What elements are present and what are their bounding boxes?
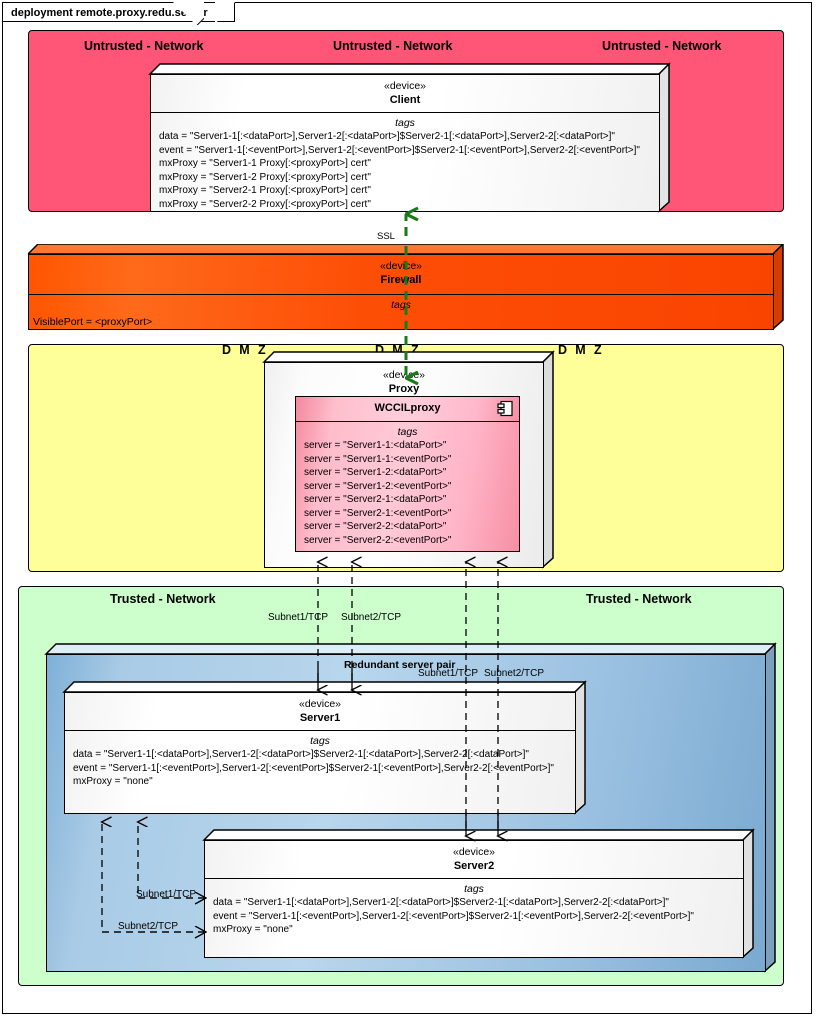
wccilproxy-tag: server = "Server1-2:<dataPort>" <box>304 467 447 478</box>
client-node-body: «device» Client tags data = "Server1-1[:… <box>150 74 660 212</box>
connector-label-ssl: SSL <box>375 231 397 242</box>
zone-label-untrusted-3: Untrusted - Network <box>602 39 722 53</box>
client-name: Client <box>389 94 421 106</box>
firewall-tags-compartment: tags VisiblePort = <proxyPort> <box>29 295 773 330</box>
server1-tag: mxProxy = "none" <box>73 776 153 787</box>
client-tag: mxProxy = "Server2-2 Proxy[:<proxyPort>]… <box>159 198 371 210</box>
client-header: «device» Client <box>151 75 659 113</box>
firewall-name: Firewall <box>380 274 422 286</box>
device-server2[interactable]: «device» Server2 tags data = "Server1-1[… <box>202 828 755 959</box>
diagram-title: deployment remote.proxy.redu.server <box>11 7 208 19</box>
connector-label-proxy-server1-subnet1: Subnet1/TCP <box>268 612 329 623</box>
server2-tags-title: tags <box>464 883 484 895</box>
component-wccilproxy[interactable]: WCCILproxy tags server = "Server1-1:<dat… <box>295 396 520 552</box>
wccilproxy-header: WCCILproxy <box>296 397 519 422</box>
connector-label-proxy-server2-subnet1: Subnet1/TCP <box>418 668 479 679</box>
server2-stereotype: «device» <box>452 846 496 858</box>
wccilproxy-tag: server = "Server2-1:<dataPort>" <box>304 494 447 505</box>
firewall-body: «device» Firewall tags VisiblePort = <pr… <box>28 254 774 330</box>
client-stereotype: «device» <box>383 80 427 92</box>
zone-label-dmz-1: D M Z <box>222 343 269 357</box>
server1-tags-title: tags <box>310 735 330 747</box>
zone-label-dmz-3: D M Z <box>558 343 605 357</box>
redundant-pair-3d-shell <box>44 642 777 973</box>
server2-header: «device» Server2 <box>205 841 743 879</box>
wccilproxy-tag: server = "Server1-1:<eventPort>" <box>304 453 452 465</box>
server1-body: «device» Server1 tags data = "Server1-1[… <box>64 692 576 814</box>
wccilproxy-tag: server = "Server2-2:<eventPort>" <box>304 534 452 546</box>
zone-label-untrusted-1: Untrusted - Network <box>84 39 204 53</box>
zone-label-untrusted-2: Untrusted - Network <box>333 39 453 53</box>
proxy-name: Proxy <box>388 383 420 395</box>
wccilproxy-tag: server = "Server2-1:<eventPort>" <box>304 507 452 519</box>
client-tag: mxProxy = "Server1-2 Proxy[:<proxyPort>]… <box>159 171 371 183</box>
connector-label-server2-server1-subnet1: Subnet1/TCP <box>136 889 197 900</box>
server2-body: «device» Server2 tags data = "Server1-1[… <box>204 840 744 958</box>
server2-tag: mxProxy = "none" <box>213 924 293 935</box>
firewall-tags-title: tags <box>391 299 411 311</box>
proxy-stereotype: «device» <box>382 369 426 381</box>
server1-tags-compartment: tags data = "Server1-1[:<dataPort>],Serv… <box>65 731 575 789</box>
client-tag: mxProxy = "Server1-1 Proxy[:<proxyPort>]… <box>159 158 371 169</box>
server2-tags-compartment: tags data = "Server1-1[:<dataPort>],Serv… <box>205 879 743 937</box>
client-tag: mxProxy = "Server2-1 Proxy[:<proxyPort>]… <box>159 185 371 196</box>
server2-tag: event = "Server1-1[:<eventPort>],Server1… <box>213 910 694 922</box>
wccilproxy-tags-title: tags <box>397 426 418 438</box>
firewall-header: «device» Firewall <box>29 255 773 295</box>
server1-name: Server1 <box>299 712 341 724</box>
wccilproxy-tag: server = "Server1-1:<dataPort>" <box>304 440 447 451</box>
wccilproxy-tag: server = "Server2-2:<dataPort>" <box>304 521 447 532</box>
server1-tag: event = "Server1-1[:<eventPort>],Server1… <box>73 762 554 774</box>
firewall-stereotype: «device» <box>379 260 423 272</box>
wccilproxy-name: WCCILproxy <box>374 402 441 414</box>
component-icon <box>497 400 513 417</box>
device-firewall[interactable]: «device» Firewall tags VisiblePort = <pr… <box>26 242 785 331</box>
server2-name: Server2 <box>453 860 495 872</box>
proxy-header: «device» Proxy <box>265 363 543 396</box>
device-server1[interactable]: «device» Server1 tags data = "Server1-1[… <box>62 680 587 815</box>
server1-header: «device» Server1 <box>65 693 575 731</box>
zone-label-trusted-1: Trusted - Network <box>110 592 216 606</box>
diagram-title-tab: deployment remote.proxy.redu.server <box>2 1 235 24</box>
client-tag: event = "Server1-1[:<eventPort>],Server1… <box>159 144 640 156</box>
client-tag: data = "Server1-1[:<dataPort>],Server1-2… <box>159 131 615 142</box>
connector-label-server2-server1-subnet2: Subnet2/TCP <box>118 921 179 932</box>
device-proxy[interactable]: «device» Proxy WCCILproxy tags server = … <box>262 350 555 569</box>
connector-label-proxy-server1-subnet2: Subnet2/TCP <box>341 612 402 623</box>
client-node-3d-shell <box>148 62 671 213</box>
server1-tag: data = "Server1-1[:<dataPort>],Server1-2… <box>73 749 529 760</box>
client-tags-title: tags <box>395 117 415 129</box>
device-client[interactable]: «device» Client tags data = "Server1-1[:… <box>148 62 671 213</box>
server2-tag: data = "Server1-1[:<dataPort>],Server1-2… <box>213 897 669 908</box>
zone-label-trusted-2: Trusted - Network <box>586 592 692 606</box>
firewall-tag: VisiblePort = <proxyPort> <box>33 316 153 328</box>
wccilproxy-tag: server = "Server1-2:<eventPort>" <box>304 480 452 492</box>
client-tags-compartment: tags data = "Server1-1[:<dataPort>],Serv… <box>151 113 659 211</box>
server1-stereotype: «device» <box>298 698 342 710</box>
redundant-pair-label: Redundant server pair <box>344 659 456 671</box>
connector-label-proxy-server2-subnet2: Subnet2/TCP <box>484 668 545 679</box>
wccilproxy-tags-compartment: tags server = "Server1-1:<dataPort>" ser… <box>296 422 519 547</box>
